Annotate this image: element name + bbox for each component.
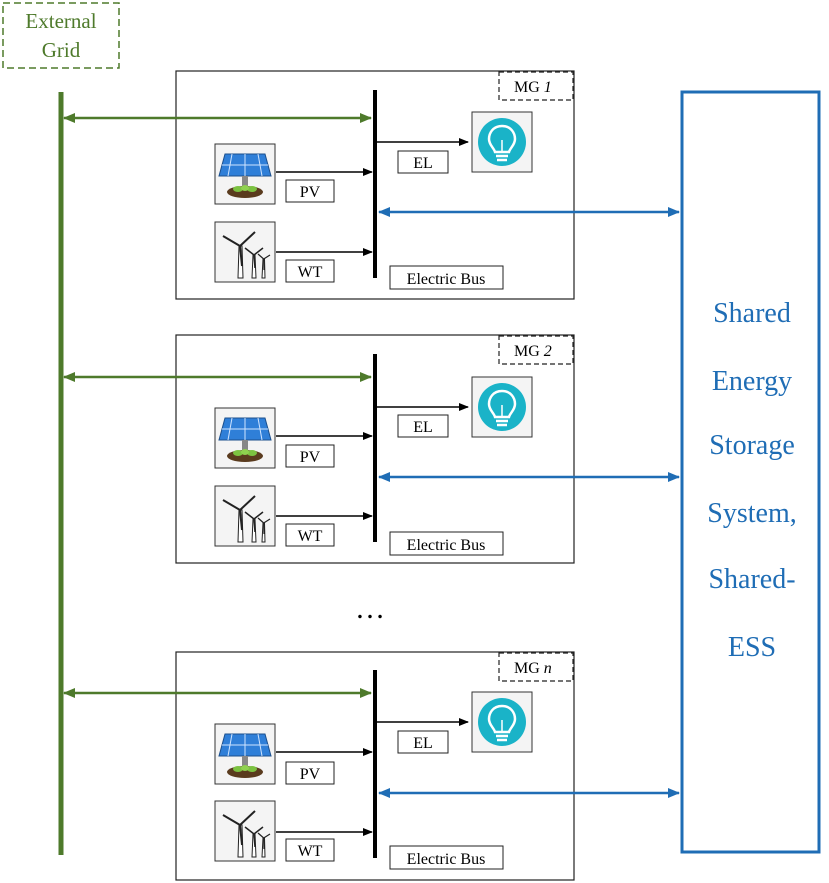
- shared-ess-line3: Storage: [709, 430, 795, 461]
- mg-label-index: n: [544, 660, 552, 677]
- electric-bus-label: Electric Bus: [407, 271, 486, 288]
- solar-panel-icon: [214, 143, 276, 205]
- shared-ess-block: Shared Energy Storage System, Shared- ES…: [680, 90, 821, 854]
- shared-ess-line5: Shared-: [708, 564, 795, 595]
- mg-label-prefix: MG: [514, 660, 540, 677]
- electric-bus-label: Electric Bus: [407, 537, 486, 554]
- wind-turbine-icon: [214, 485, 276, 547]
- wt-label: WT: [298, 264, 323, 281]
- mg-label-prefix: MG: [514, 343, 540, 360]
- svg-text:MG 1: MG 1: [514, 79, 552, 96]
- microgrid-1: MG 1 EL PV WT Electric Bus: [63, 70, 680, 300]
- light-bulb-icon: [470, 110, 534, 174]
- el-label: EL: [413, 735, 433, 752]
- external-grid-label-line1: External: [25, 9, 96, 33]
- wind-turbine-icon: [214, 800, 276, 862]
- shared-ess-line1: Shared: [713, 298, 791, 329]
- el-label: EL: [413, 155, 433, 172]
- electric-bus-label: Electric Bus: [407, 851, 486, 868]
- external-grid-label-line2: Grid: [42, 38, 81, 62]
- el-label: EL: [413, 419, 433, 436]
- microgrid-2: MG 2 EL PV WT Electric Bus: [63, 334, 680, 564]
- mg-label-index: 2: [544, 343, 552, 360]
- solar-panel-icon: [214, 723, 276, 785]
- wt-label: WT: [298, 528, 323, 545]
- pv-label: PV: [300, 184, 321, 201]
- light-bulb-icon: [470, 375, 534, 439]
- microgrid-n: MG n EL PV WT Electric Bus: [63, 651, 680, 881]
- ellipsis: …: [355, 592, 385, 625]
- wt-label: WT: [298, 843, 323, 860]
- mg-label-index: 1: [544, 79, 552, 96]
- light-bulb-icon: [470, 690, 534, 754]
- shared-ess-line4: System,: [707, 498, 796, 529]
- pv-label: PV: [300, 766, 321, 783]
- svg-text:MG 2: MG 2: [514, 343, 552, 360]
- solar-panel-icon: [214, 407, 276, 469]
- shared-ess-line2: Energy: [712, 366, 792, 397]
- pv-label: PV: [300, 449, 321, 466]
- mg-label-prefix: MG: [514, 79, 540, 96]
- shared-ess-line6: ESS: [728, 632, 776, 663]
- wind-turbine-icon: [214, 221, 276, 283]
- svg-text:MG n: MG n: [514, 660, 552, 677]
- external-grid-label: External Grid: [2, 2, 120, 69]
